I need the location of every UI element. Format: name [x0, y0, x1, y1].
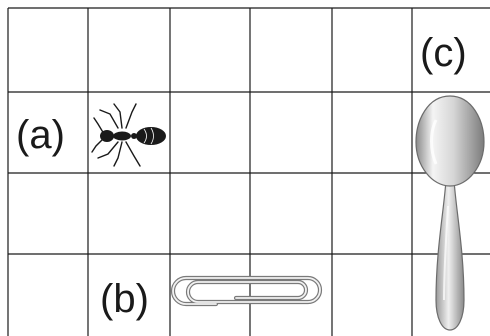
paperclip-icon — [173, 278, 320, 304]
spoon-icon — [416, 96, 484, 330]
label-a: (a) — [16, 113, 65, 157]
grid — [8, 8, 490, 336]
ant-icon — [92, 104, 166, 166]
label-c: (c) — [420, 31, 467, 75]
label-b: (b) — [100, 277, 149, 321]
